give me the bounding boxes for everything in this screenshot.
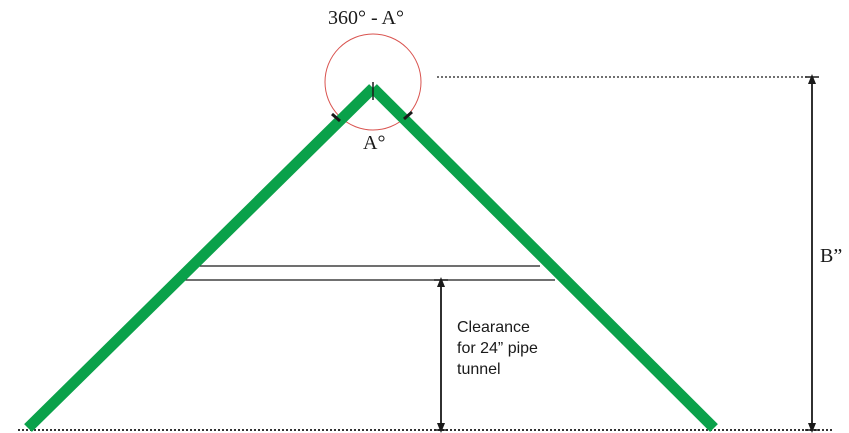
- right-rafter: [369, 84, 718, 432]
- angle-circle: [324, 33, 422, 131]
- clearance-label-line-1: Clearance: [457, 319, 530, 336]
- height-label: B”: [820, 245, 842, 267]
- left-angle-tick: [331, 112, 341, 123]
- right-angle-tick: [403, 110, 413, 121]
- left-rafter: [24, 84, 377, 432]
- clearance-label-line-2: for 24” pipe: [457, 340, 538, 357]
- inner-angle-label: A°: [363, 132, 385, 154]
- outer-angle-label: 360° - A°: [328, 7, 404, 29]
- clearance-label-line-3: tunnel: [457, 361, 501, 378]
